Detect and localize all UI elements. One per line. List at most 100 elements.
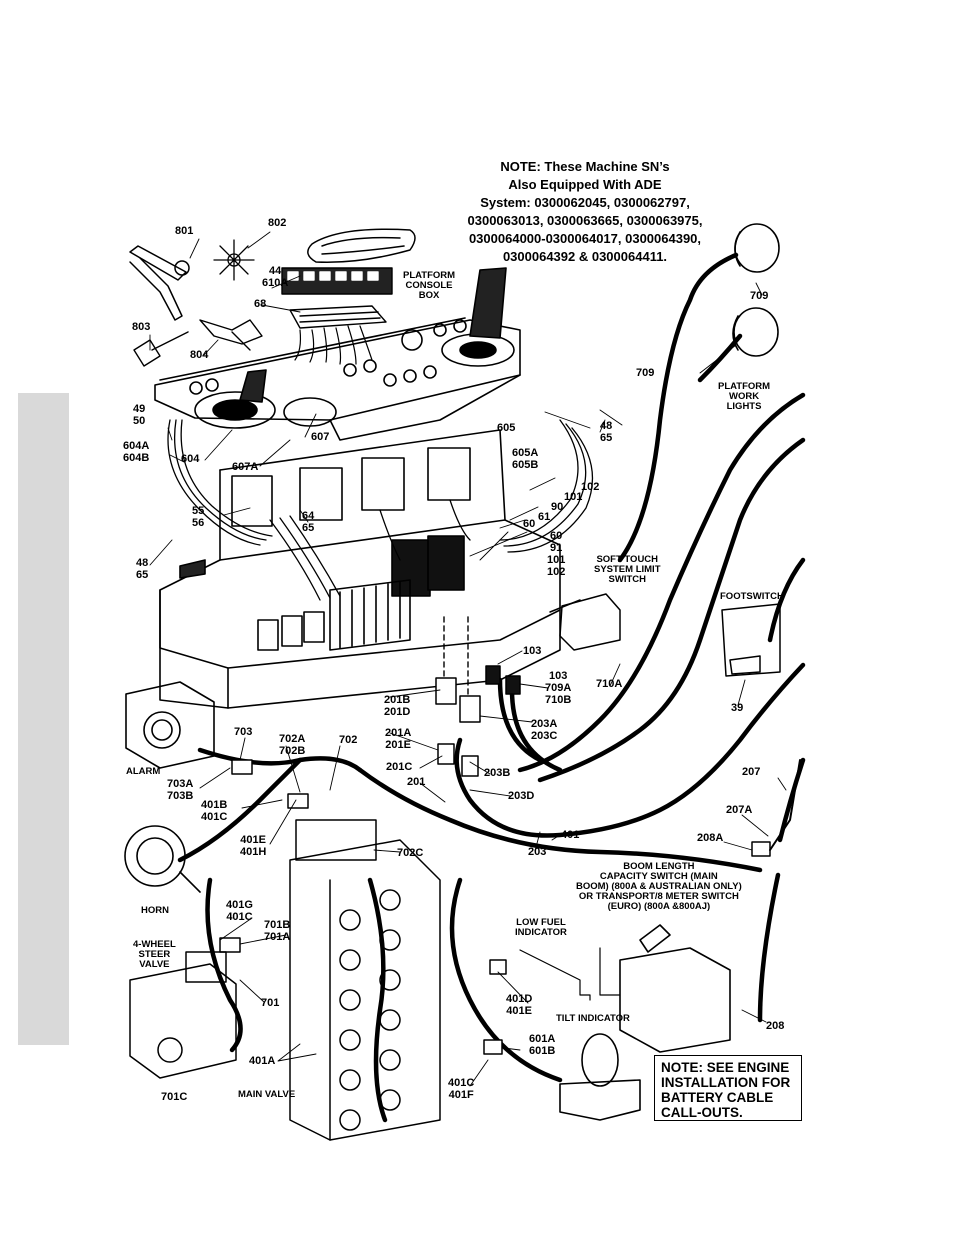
callout-709: 709 bbox=[750, 290, 769, 302]
decal-610a bbox=[281, 267, 393, 295]
callout-102: 102 bbox=[581, 481, 600, 493]
work-light-upper bbox=[734, 223, 780, 273]
callout-61: 61 bbox=[538, 511, 551, 523]
switch-block-68 bbox=[289, 305, 387, 329]
steer-valve bbox=[129, 951, 237, 1079]
box-harness bbox=[167, 419, 594, 601]
engine-install-note: NOTE: SEE ENGINE INSTALLATION FOR BATTER… bbox=[654, 1055, 802, 1121]
work-light-lower bbox=[732, 307, 779, 357]
note-line: BATTERY CABLE bbox=[661, 1090, 774, 1105]
callout-208a: 208A bbox=[697, 832, 724, 844]
callout-60: 60 bbox=[523, 518, 536, 530]
callout-801: 801 bbox=[175, 225, 194, 237]
note-line: INSTALLATION FOR bbox=[661, 1075, 791, 1090]
machine-sn-note: NOTE: These Machine SN’s Also Equipped W… bbox=[440, 158, 730, 266]
label-main-valve: MAIN VALVE bbox=[238, 1089, 296, 1100]
note-line: 0300063013, 0300063665, 0300063975, bbox=[467, 213, 703, 228]
horn bbox=[124, 825, 201, 893]
label-horn: HORN bbox=[141, 905, 169, 916]
thick-cables bbox=[177, 252, 806, 1123]
callout-208: 208 bbox=[766, 1020, 785, 1032]
label-footswitch: FOOTSWITCH bbox=[720, 591, 784, 602]
boom-switch bbox=[619, 924, 731, 1053]
callout-803: 803 bbox=[132, 321, 151, 333]
callout-702: 702 bbox=[339, 734, 358, 746]
lens-cover bbox=[307, 228, 416, 263]
callout-201: 201 bbox=[407, 776, 426, 788]
note-line: CALL-OUTS. bbox=[661, 1105, 743, 1120]
callout-68: 68 bbox=[254, 298, 267, 310]
label-tilt-indicator: TILT INDICATOR bbox=[556, 1013, 630, 1024]
dashed-arrows bbox=[443, 615, 469, 695]
callout-702c: 702C bbox=[397, 847, 424, 859]
note-line: System: 0300062045, 0300062797, bbox=[480, 195, 690, 210]
main-valve bbox=[289, 819, 441, 1141]
callout-101: 101 bbox=[564, 491, 583, 503]
callout-201c: 201C bbox=[386, 761, 413, 773]
callout-703: 703 bbox=[234, 726, 253, 738]
side-tab bbox=[18, 393, 69, 1045]
connectors bbox=[219, 665, 771, 1055]
crimp-tool-801 bbox=[129, 245, 190, 321]
control-box bbox=[159, 429, 561, 709]
leader-lines bbox=[149, 231, 787, 1087]
callout-207a: 207A bbox=[726, 804, 753, 816]
callout-90: 90 bbox=[551, 501, 564, 513]
tool-803 bbox=[133, 331, 189, 367]
tool-804 bbox=[199, 319, 263, 351]
callout-203b: 203B bbox=[484, 767, 511, 779]
low-fuel-indicator bbox=[519, 947, 621, 1001]
console-wires bbox=[294, 325, 373, 365]
callout-203d: 203D bbox=[508, 790, 535, 802]
note-line: NOTE: SEE ENGINE bbox=[661, 1060, 790, 1075]
callout-709: 709 bbox=[636, 367, 655, 379]
tilt-indicator bbox=[559, 1033, 641, 1121]
callout-207: 207 bbox=[742, 766, 761, 778]
callout-607: 607 bbox=[311, 431, 330, 443]
footswitch bbox=[721, 603, 781, 677]
callout-605: 605 bbox=[497, 422, 516, 434]
note-line: Also Equipped With ADE bbox=[508, 177, 662, 192]
note-line: 0300064000-0300064017, 0300064390, bbox=[468, 231, 702, 246]
insert-tool-802 bbox=[213, 239, 255, 281]
soft-touch-switch bbox=[549, 593, 621, 651]
callout-604: 604 bbox=[181, 453, 200, 465]
platform-console bbox=[154, 267, 521, 441]
callout-802: 802 bbox=[268, 217, 287, 229]
callout-710a: 710A bbox=[596, 678, 623, 690]
note-line: NOTE: These Machine SN’s bbox=[500, 159, 670, 174]
callout-401a: 401A bbox=[249, 1055, 276, 1067]
callout-804: 804 bbox=[190, 349, 209, 361]
sensor-207 bbox=[769, 759, 801, 851]
callout-401: 401 bbox=[561, 829, 580, 841]
callout-203: 203 bbox=[528, 846, 547, 858]
